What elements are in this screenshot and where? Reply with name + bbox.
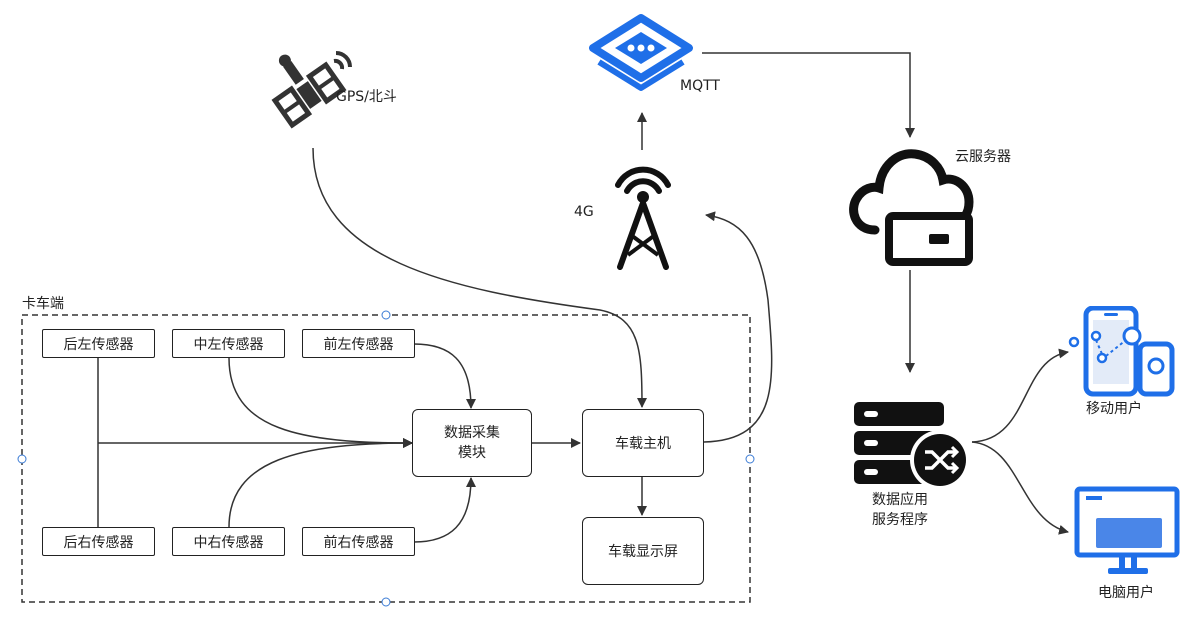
four-g-label: 4G	[574, 204, 594, 220]
sensor-front-left: 前左传感器	[302, 329, 415, 358]
mqtt-label: MQTT	[680, 78, 720, 94]
satellite-icon	[271, 51, 352, 129]
cloud-server-icon	[849, 149, 974, 266]
vehicle-host: 车载主机	[582, 409, 704, 477]
sensor-front-right: 前右传感器	[302, 527, 415, 556]
vehicle-display: 车载显示屏	[582, 517, 704, 585]
server-label: 数据应用 服务程序	[872, 490, 928, 530]
sensor-mid-right: 中右传感器	[172, 527, 285, 556]
truck-frame-label: 卡车端	[22, 296, 64, 312]
antenna-tower-icon	[615, 166, 671, 270]
database-server-icon	[854, 402, 970, 490]
data-collector-module: 数据采集 模块	[412, 409, 532, 477]
cloud-label: 云服务器	[955, 149, 1011, 165]
collector-label-line2: 模块	[458, 445, 486, 461]
server-label-line2: 服务程序	[872, 512, 928, 528]
gps-label: GPS/北斗	[336, 89, 397, 105]
server-label-line1: 数据应用	[872, 492, 928, 508]
mobile-label: 移动用户	[1086, 401, 1142, 417]
sensor-rear-left: 后左传感器	[42, 329, 155, 358]
pc-label: 电脑用户	[1098, 585, 1154, 601]
sensor-mid-left: 中左传感器	[172, 329, 285, 358]
monitor-icon	[1074, 486, 1180, 574]
mobile-devices-icon	[1068, 306, 1175, 397]
collector-label-line1: 数据采集	[444, 425, 500, 441]
sensor-rear-right: 后右传感器	[42, 527, 155, 556]
mqtt-icon	[589, 14, 693, 91]
